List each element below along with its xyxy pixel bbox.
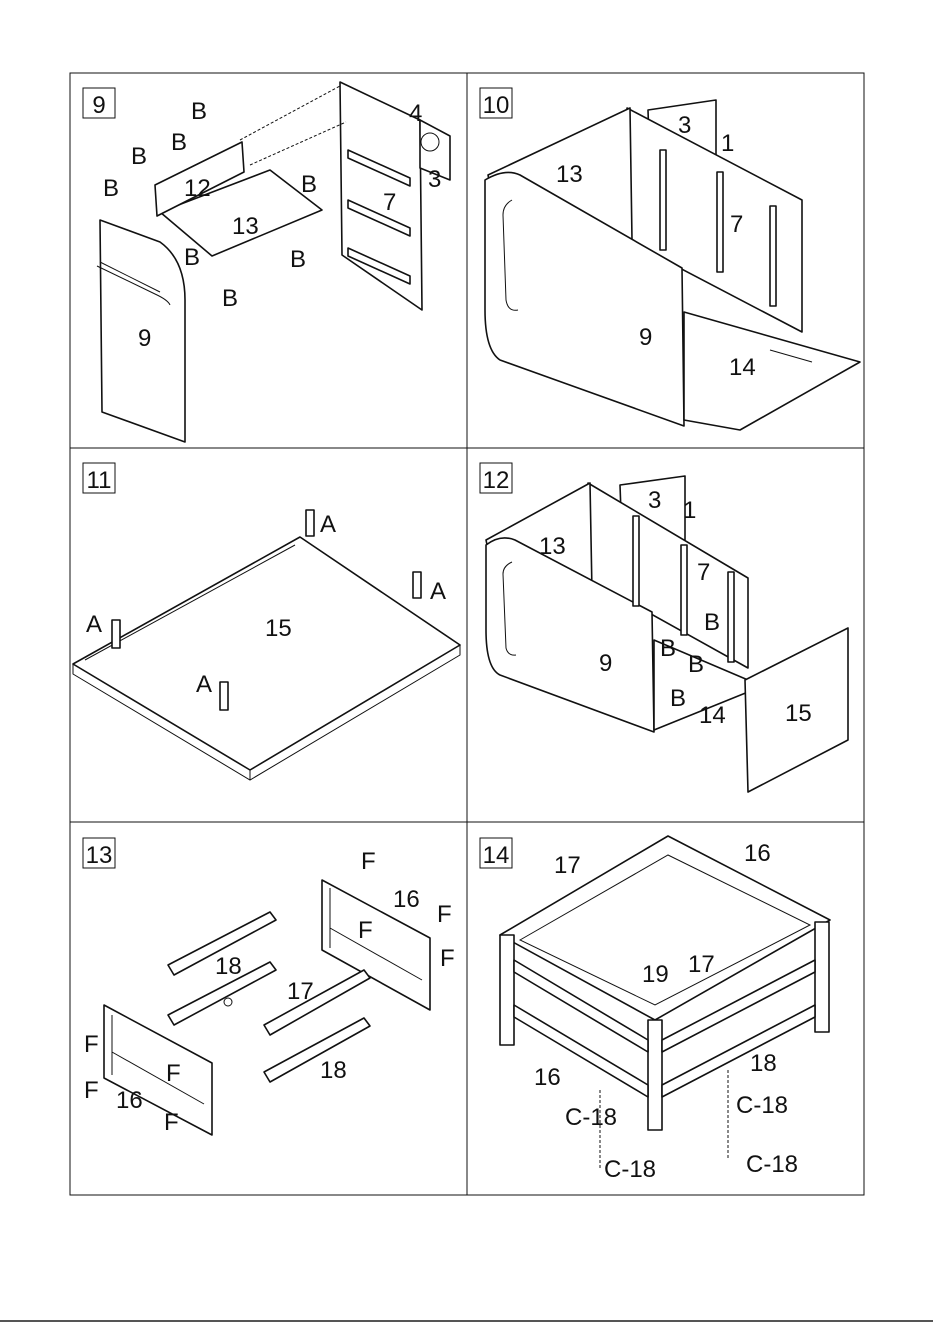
svg-text:B: B — [660, 635, 676, 662]
step-13-panel: 13 16 18 17 18 16 F F F F F F F F — [83, 838, 455, 1136]
svg-text:B: B — [103, 175, 119, 202]
svg-text:B: B — [131, 143, 147, 170]
part-label-7: 7 — [383, 189, 396, 216]
step-number: 14 — [483, 842, 510, 869]
part-label-15: 15 — [265, 615, 292, 642]
svg-text:B: B — [670, 685, 686, 712]
page-bottom-rule — [0, 1320, 933, 1322]
step-11-panel: 11 15 A A A A — [73, 463, 460, 780]
step-number: 13 — [86, 842, 113, 869]
part-label-13: 13 — [556, 161, 583, 188]
svg-text:A: A — [86, 611, 102, 638]
svg-text:A: A — [196, 671, 212, 698]
step-12-panel: 12 3 1 13 7 9 14 15 B B B B — [480, 463, 848, 792]
svg-text:B: B — [222, 285, 238, 312]
svg-text:C-18: C-18 — [604, 1156, 656, 1183]
svg-text:C-18: C-18 — [565, 1104, 617, 1131]
part-label-7: 7 — [730, 211, 743, 238]
part-label-17: 17 — [287, 978, 314, 1005]
part-label-9: 9 — [138, 325, 151, 352]
part-label-18: 18 — [320, 1057, 347, 1084]
part-label-16: 16 — [534, 1064, 561, 1091]
svg-text:A: A — [430, 578, 446, 605]
step-number: 10 — [483, 92, 510, 119]
part-label-1: 1 — [683, 497, 696, 524]
part-label-3: 3 — [428, 166, 441, 193]
svg-text:F: F — [84, 1031, 99, 1058]
step-14-panel: 14 17 16 19 17 18 16 C-18 C-18 C-18 C-18 — [480, 836, 830, 1183]
step-number: 12 — [483, 467, 510, 494]
svg-text:A: A — [320, 511, 336, 538]
step-number: 11 — [87, 467, 112, 494]
svg-text:F: F — [166, 1060, 181, 1087]
step-9-panel: 9 4 3 7 12 13 9 B B B B B B — [83, 82, 450, 442]
part-label-7: 7 — [697, 559, 710, 586]
part-label-3: 3 — [678, 112, 691, 139]
part-label-16: 16 — [116, 1087, 143, 1114]
svg-text:F: F — [358, 917, 373, 944]
svg-text:F: F — [164, 1109, 179, 1136]
part-label-16: 16 — [744, 840, 771, 867]
svg-text:B: B — [290, 246, 306, 273]
part-label-12: 12 — [184, 175, 211, 202]
part-label-14: 14 — [699, 702, 726, 729]
svg-text:B: B — [171, 129, 187, 156]
part-label-15: 15 — [785, 700, 812, 727]
svg-text:C-18: C-18 — [736, 1092, 788, 1119]
part-label-4: 4 — [409, 100, 422, 127]
part-label-18: 18 — [750, 1050, 777, 1077]
part-label-13: 13 — [539, 533, 566, 560]
svg-text:B: B — [301, 171, 317, 198]
step-10-panel: 10 3 1 13 7 9 14 — [480, 88, 860, 430]
part-label-19: 19 — [642, 961, 669, 988]
part-label-1: 1 — [721, 130, 734, 157]
svg-text:C-18: C-18 — [746, 1151, 798, 1178]
svg-text:B: B — [688, 651, 704, 678]
svg-text:B: B — [191, 98, 207, 125]
svg-text:B: B — [184, 244, 200, 271]
part-label-9: 9 — [599, 650, 612, 677]
part-label-3: 3 — [648, 487, 661, 514]
svg-text:F: F — [84, 1077, 99, 1104]
svg-text:F: F — [361, 848, 376, 875]
part-label-17: 17 — [688, 951, 715, 978]
svg-text:B: B — [704, 609, 720, 636]
part-label-18: 18 — [215, 953, 242, 980]
part-label-14: 14 — [729, 354, 756, 381]
part-label-9: 9 — [639, 324, 652, 351]
part-label-16: 16 — [393, 886, 420, 913]
part-label-13: 13 — [232, 213, 259, 240]
step-number: 9 — [92, 92, 105, 119]
svg-text:F: F — [437, 901, 452, 928]
part-label-17: 17 — [554, 852, 581, 879]
svg-text:F: F — [440, 945, 455, 972]
